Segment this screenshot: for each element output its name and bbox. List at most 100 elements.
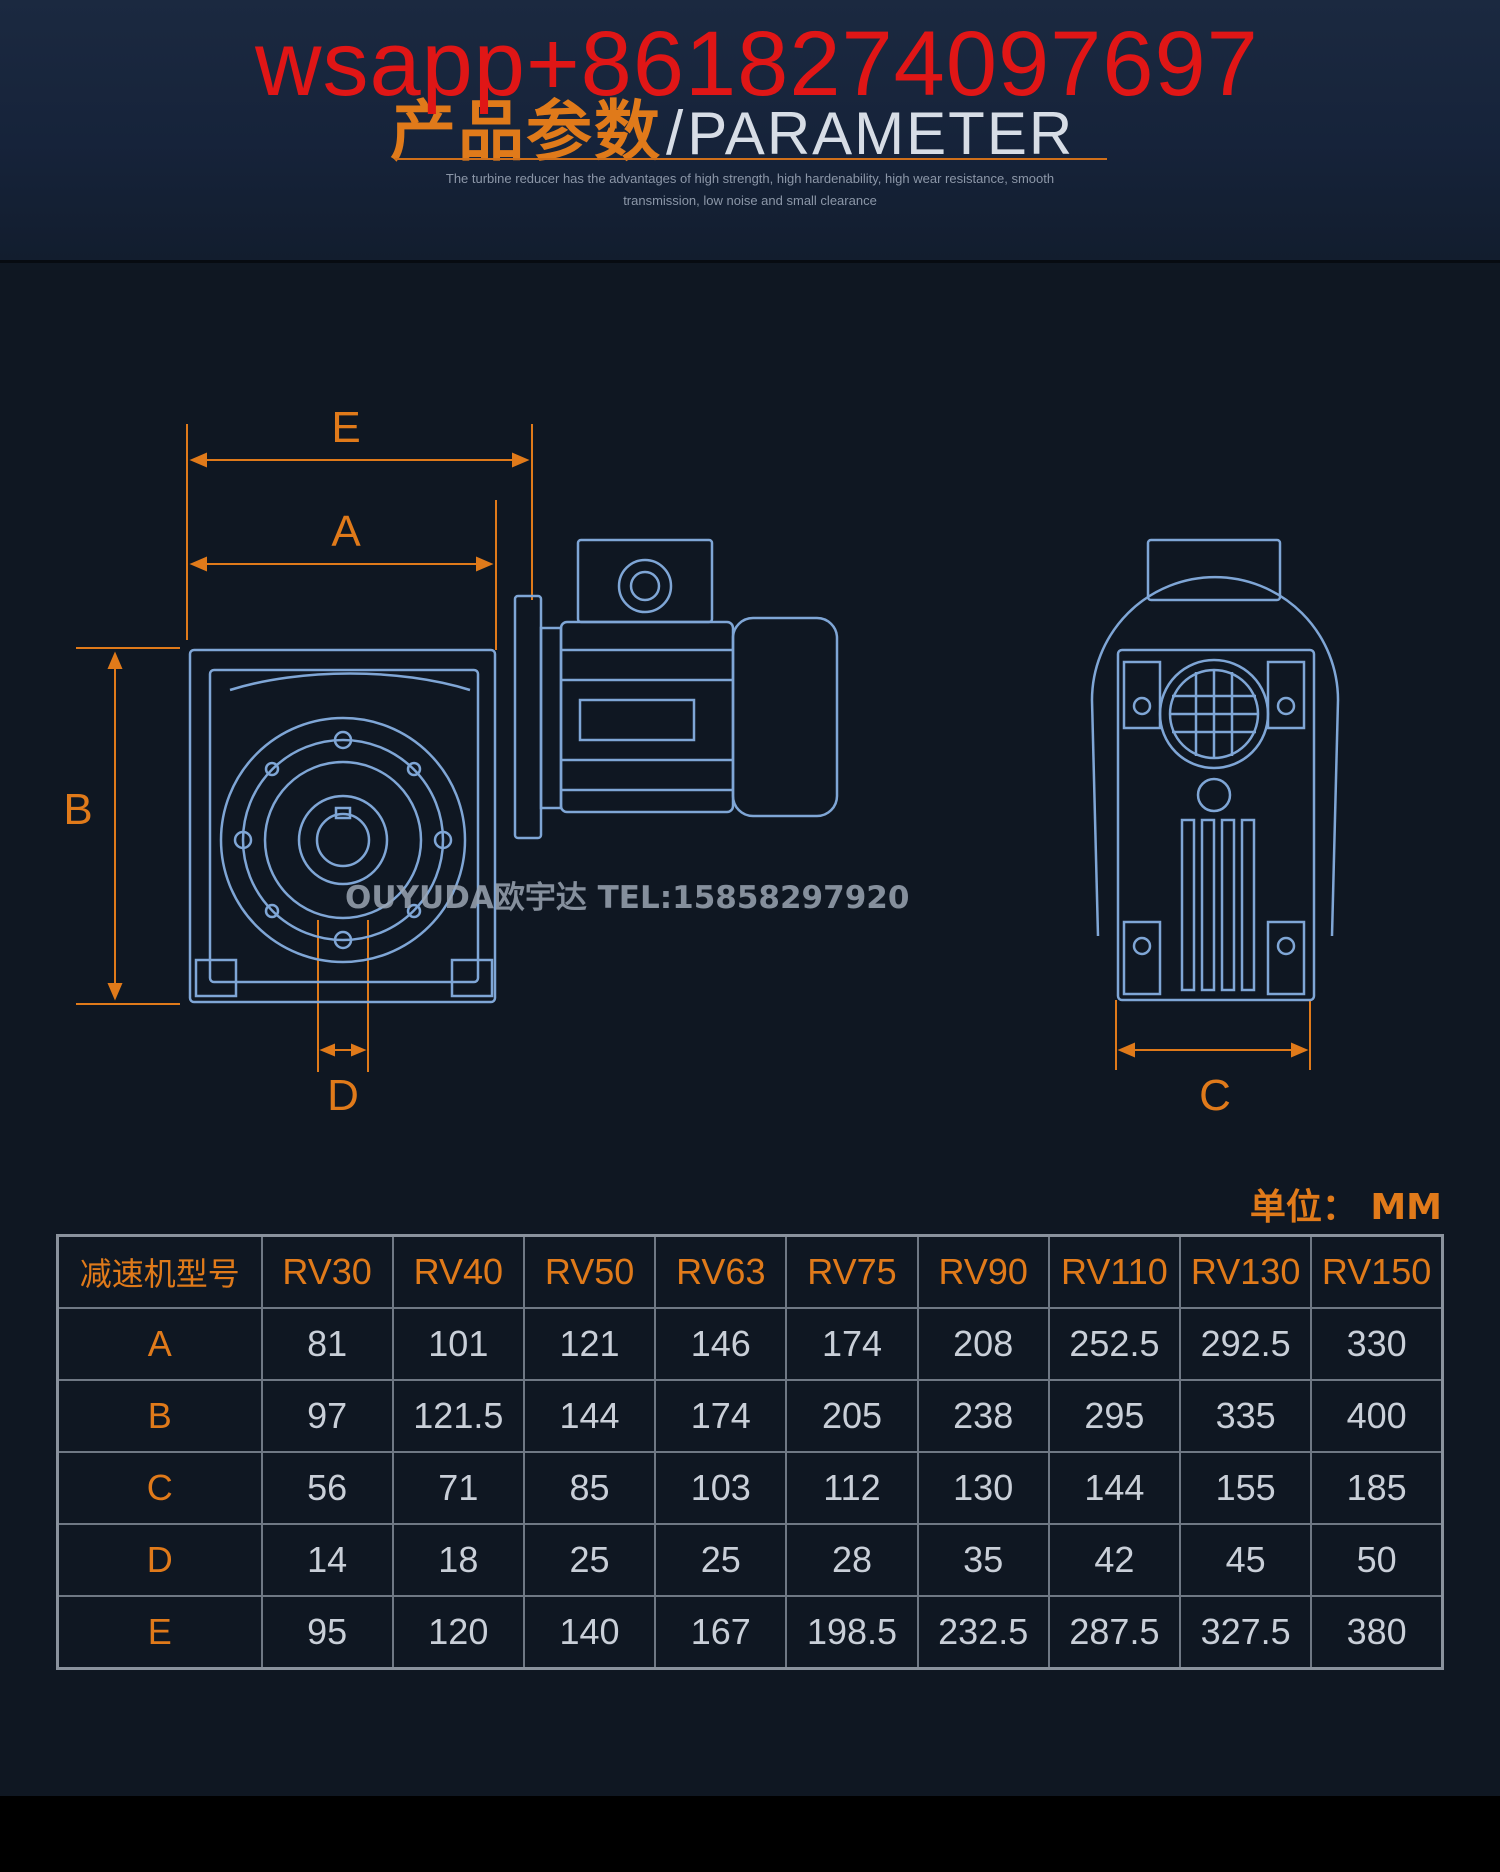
- side-edge: [1090, 699, 1100, 937]
- motor-fan-cover: [731, 616, 839, 818]
- table-cell: 232.5: [916, 1595, 1050, 1670]
- table-corner-label: 减速机型号: [56, 1234, 263, 1309]
- motor-adapter: [539, 626, 563, 810]
- table-cell: 25: [522, 1523, 657, 1597]
- mount-foot: [450, 958, 494, 998]
- bolt-hole: [264, 761, 280, 777]
- table-cell: 140: [522, 1595, 657, 1670]
- row-label: D: [56, 1523, 263, 1597]
- table-cell: 252.5: [1047, 1307, 1182, 1381]
- side-oil-plug: [1196, 777, 1232, 813]
- table-cell: 292.5: [1179, 1307, 1313, 1381]
- arrow-head: [107, 983, 123, 1001]
- table-cell: 45: [1179, 1523, 1313, 1597]
- cable-gland: [617, 558, 673, 614]
- gearbox-inner-outline: [208, 668, 480, 984]
- table-header-cell: RV110: [1047, 1234, 1182, 1309]
- arrow-head: [319, 1043, 335, 1057]
- tagline-line-2: transmission, low noise and small cleara…: [623, 193, 877, 208]
- tagline: The turbine reducer has the advantages o…: [420, 168, 1080, 212]
- row-label: C: [56, 1451, 263, 1525]
- table-cell: 14: [260, 1523, 394, 1597]
- table-cell: 144: [522, 1379, 657, 1453]
- dim-label-e: E: [331, 403, 360, 452]
- table-cell: 103: [654, 1451, 788, 1525]
- title-english: PARAMETER: [687, 100, 1075, 167]
- dim-label-b: B: [63, 785, 92, 834]
- table-cell: 167: [654, 1595, 788, 1670]
- bolt-hole: [333, 730, 353, 750]
- table-cell: 155: [1179, 1451, 1313, 1525]
- footer-bar: [0, 1796, 1500, 1872]
- arrow-head: [189, 556, 207, 572]
- table-cell: 101: [391, 1307, 525, 1381]
- output-bore: [297, 794, 389, 886]
- table-header-cell: RV90: [916, 1234, 1050, 1309]
- row-label: E: [56, 1595, 263, 1670]
- gearbox-front-view: [188, 538, 839, 1004]
- table-cell: 208: [916, 1307, 1050, 1381]
- table-row: C 56 71 85 103 112 130 144 155 185: [56, 1451, 1444, 1525]
- bolt-hole: [233, 830, 253, 850]
- table-cell: 25: [654, 1523, 788, 1597]
- bolt-hole: [1276, 696, 1296, 716]
- table-cell: 238: [916, 1379, 1050, 1453]
- parameter-table: 减速机型号 RV30 RV40 RV50 RV63 RV75 RV90 RV11…: [56, 1234, 1444, 1670]
- bolt-hole: [406, 761, 422, 777]
- table-cell: 95: [260, 1595, 394, 1670]
- table-header-cell: RV150: [1310, 1234, 1444, 1309]
- side-edge: [1330, 699, 1340, 937]
- table-cell: 97: [260, 1379, 394, 1453]
- terminal-box: [576, 538, 714, 624]
- page-title: 产品参数/PARAMETER: [390, 78, 1110, 170]
- arrow-head: [351, 1043, 367, 1057]
- arrow-head: [476, 556, 494, 572]
- gearbox-side-view: [1090, 538, 1340, 1002]
- cable-gland-inner: [629, 570, 661, 602]
- table-cell: 198.5: [785, 1595, 919, 1670]
- table-cell: 185: [1310, 1451, 1444, 1525]
- bolt-hole: [264, 903, 280, 919]
- side-rib: [1220, 818, 1236, 992]
- table-row: D 14 18 25 25 28 35 42 45 50: [56, 1523, 1444, 1597]
- table-cell: 18: [391, 1523, 525, 1597]
- unit-label: 单位： MM: [1249, 1187, 1442, 1228]
- table-cell: 85: [522, 1451, 657, 1525]
- bolt-hole: [333, 930, 353, 950]
- row-label: B: [56, 1379, 263, 1453]
- hub-ring: [263, 760, 423, 920]
- side-lug: [1266, 660, 1306, 730]
- side-lug: [1122, 660, 1162, 730]
- side-rib: [1200, 818, 1216, 992]
- title-separator: /: [666, 99, 684, 168]
- table-header-cell: RV63: [654, 1234, 788, 1309]
- table-header-cell: RV40: [391, 1234, 525, 1309]
- side-terminal-box: [1146, 538, 1282, 602]
- side-housing: [1116, 648, 1316, 1002]
- table-cell: 121.5: [391, 1379, 525, 1453]
- table-cell: 71: [391, 1451, 525, 1525]
- tagline-line-1: The turbine reducer has the advantages o…: [445, 171, 1055, 186]
- table-header-cell: RV30: [260, 1234, 394, 1309]
- flange-ring: [241, 738, 445, 942]
- table-cell: 50: [1310, 1523, 1444, 1597]
- watermark-contact: OUYUDA欧宇达 TEL:15858297920: [345, 880, 910, 916]
- table-cell: 56: [260, 1451, 394, 1525]
- motor-nameplate: [578, 698, 696, 742]
- table-cell: 146: [654, 1307, 788, 1381]
- key-slot: [334, 806, 352, 820]
- arrow-head: [512, 452, 530, 468]
- table-cell: 400: [1310, 1379, 1444, 1453]
- table-header-cell: RV75: [785, 1234, 919, 1309]
- table-cell: 205: [785, 1379, 919, 1453]
- dim-label-c: C: [1199, 1071, 1231, 1120]
- bolt-hole: [433, 830, 453, 850]
- table-cell: 295: [1047, 1379, 1182, 1453]
- motor-flange: [513, 594, 543, 840]
- table-cell: 121: [522, 1307, 657, 1381]
- table-cell: 120: [391, 1595, 525, 1670]
- row-label: A: [56, 1307, 263, 1381]
- table-cell: 28: [785, 1523, 919, 1597]
- table-cell: 380: [1310, 1595, 1444, 1670]
- table-cell: 112: [785, 1451, 919, 1525]
